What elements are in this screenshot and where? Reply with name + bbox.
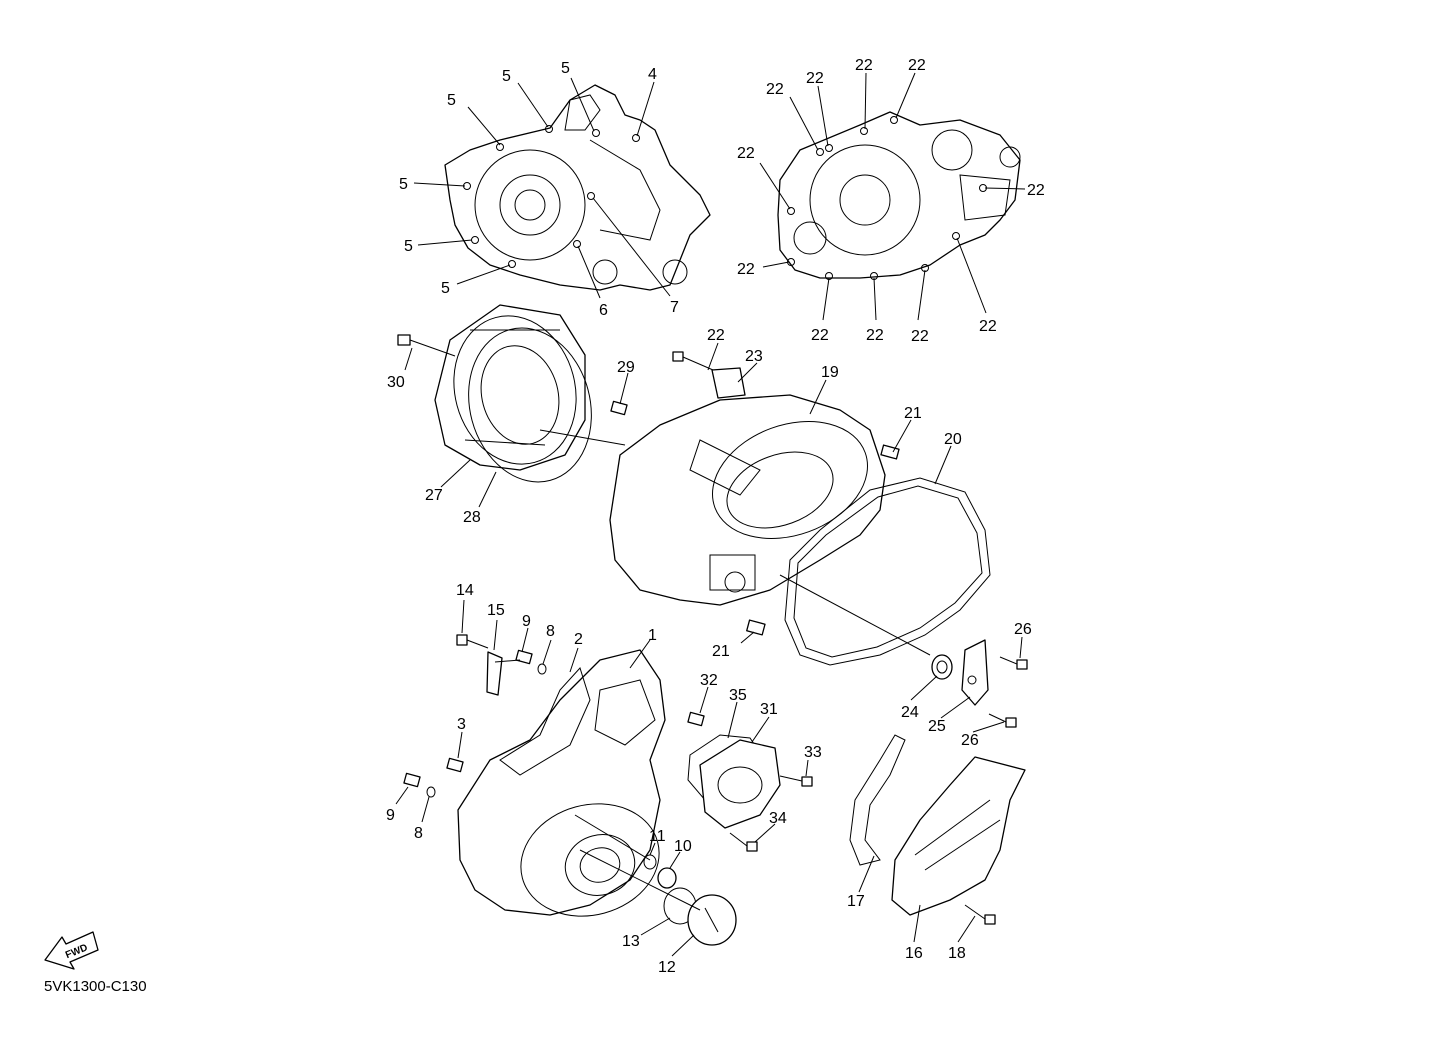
- callout-29: 29: [617, 359, 635, 376]
- callout-21a: 21: [904, 405, 922, 422]
- callout-23: 23: [745, 348, 763, 365]
- callout-18: 18: [948, 945, 966, 962]
- callout-22d: 22: [908, 57, 926, 74]
- callout-22g: 22: [737, 261, 755, 278]
- callout-27: 27: [425, 487, 443, 504]
- bolt-33: [779, 775, 813, 787]
- callout-22i: 22: [866, 327, 884, 344]
- callout-5b: 5: [502, 68, 511, 85]
- callout-19: 19: [821, 364, 839, 381]
- callout-8b: 8: [414, 825, 423, 842]
- callout-9a: 9: [522, 613, 531, 630]
- callout-6: 6: [599, 302, 608, 319]
- callout-9b: 9: [386, 807, 395, 824]
- callout-35: 35: [729, 687, 747, 704]
- bolt-26-bottom: [988, 713, 1017, 728]
- callout-5a: 5: [447, 92, 456, 109]
- oring-8-top: [537, 663, 547, 675]
- dowel-9-top: [515, 649, 533, 665]
- callout-28: 28: [463, 509, 481, 526]
- callout-20: 20: [944, 431, 962, 448]
- generator-cover-gasket-2: [499, 667, 591, 776]
- clutch-cover-gasket: [468, 327, 592, 483]
- callout-30: 30: [387, 374, 405, 391]
- generator-cover: [457, 649, 666, 917]
- crankcase-left-half: [444, 84, 711, 291]
- callout-labels: 1 2 3 4 5 5 5 5 5 5 6 7 8 8 9 9 10 11 12…: [386, 57, 1045, 976]
- oring-8-bottom: [426, 786, 436, 798]
- callout-7: 7: [670, 299, 679, 316]
- oil-seal-24: [931, 654, 953, 680]
- callout-3: 3: [457, 716, 466, 733]
- dowel-32: [687, 711, 705, 727]
- crankcase-gasket: [784, 477, 991, 666]
- bolt-34: [729, 832, 758, 852]
- dowel-9-bottom: [403, 772, 421, 788]
- alignment-lines: [494, 429, 931, 911]
- callout-5f: 5: [441, 280, 450, 297]
- dowel-21-top: [880, 444, 900, 460]
- dowel-3: [446, 757, 464, 773]
- callout-22l: 22: [707, 327, 725, 344]
- bolt-14: [456, 634, 489, 649]
- callout-5d: 5: [399, 176, 408, 193]
- bracket-23: [711, 367, 746, 399]
- callout-4: 4: [648, 66, 657, 83]
- plate-25: [961, 639, 989, 706]
- plug-12: [687, 894, 737, 946]
- leader-lines: [395, 72, 1026, 957]
- callout-22j: 22: [911, 328, 929, 345]
- clamp-15: [486, 651, 503, 696]
- bolt-30: [397, 334, 456, 357]
- crankcase-cover: [609, 394, 886, 606]
- callout-22k: 22: [979, 318, 997, 335]
- bolt-18: [964, 904, 996, 925]
- callout-31: 31: [760, 701, 778, 718]
- callout-22h: 22: [811, 327, 829, 344]
- dowel-21-bottom: [746, 619, 766, 636]
- plug-10: [657, 867, 677, 889]
- callout-10: 10: [674, 838, 692, 855]
- bolt-26-top: [999, 656, 1028, 670]
- callout-1: 1: [648, 627, 657, 644]
- callout-34: 34: [769, 810, 787, 827]
- callout-17: 17: [847, 893, 865, 910]
- callout-32: 32: [700, 672, 718, 689]
- dowel-29: [610, 400, 628, 416]
- callout-2: 2: [574, 631, 583, 648]
- callout-22a: 22: [766, 81, 784, 98]
- callout-15: 15: [487, 602, 505, 619]
- callout-11: 11: [649, 828, 666, 845]
- callout-22b: 22: [806, 70, 824, 87]
- cover-plate-17: [849, 734, 906, 866]
- forward-arrow-icon: FWD: [44, 931, 99, 970]
- callout-13: 13: [622, 933, 640, 950]
- callout-22f: 22: [1027, 182, 1045, 199]
- clutch-cover: [434, 304, 586, 471]
- callout-22c: 22: [855, 57, 873, 74]
- callout-33: 33: [804, 744, 822, 761]
- sprocket-cover-16: [891, 756, 1026, 916]
- callout-16: 16: [905, 945, 923, 962]
- callout-26a: 26: [1014, 621, 1032, 638]
- callout-21b: 21: [712, 643, 730, 660]
- callout-24: 24: [901, 704, 919, 721]
- callout-5c: 5: [561, 60, 570, 77]
- callout-25: 25: [928, 718, 946, 735]
- callout-14: 14: [456, 582, 474, 599]
- callout-26b: 26: [961, 732, 979, 749]
- pump-cover-31: [699, 739, 781, 829]
- callout-5e: 5: [404, 238, 413, 255]
- diagram-code: 5VK1300-C130: [44, 978, 147, 995]
- callout-22e: 22: [737, 145, 755, 162]
- callout-8a: 8: [546, 623, 555, 640]
- callout-12: 12: [658, 959, 676, 976]
- crankcase-right-half: [777, 111, 1021, 280]
